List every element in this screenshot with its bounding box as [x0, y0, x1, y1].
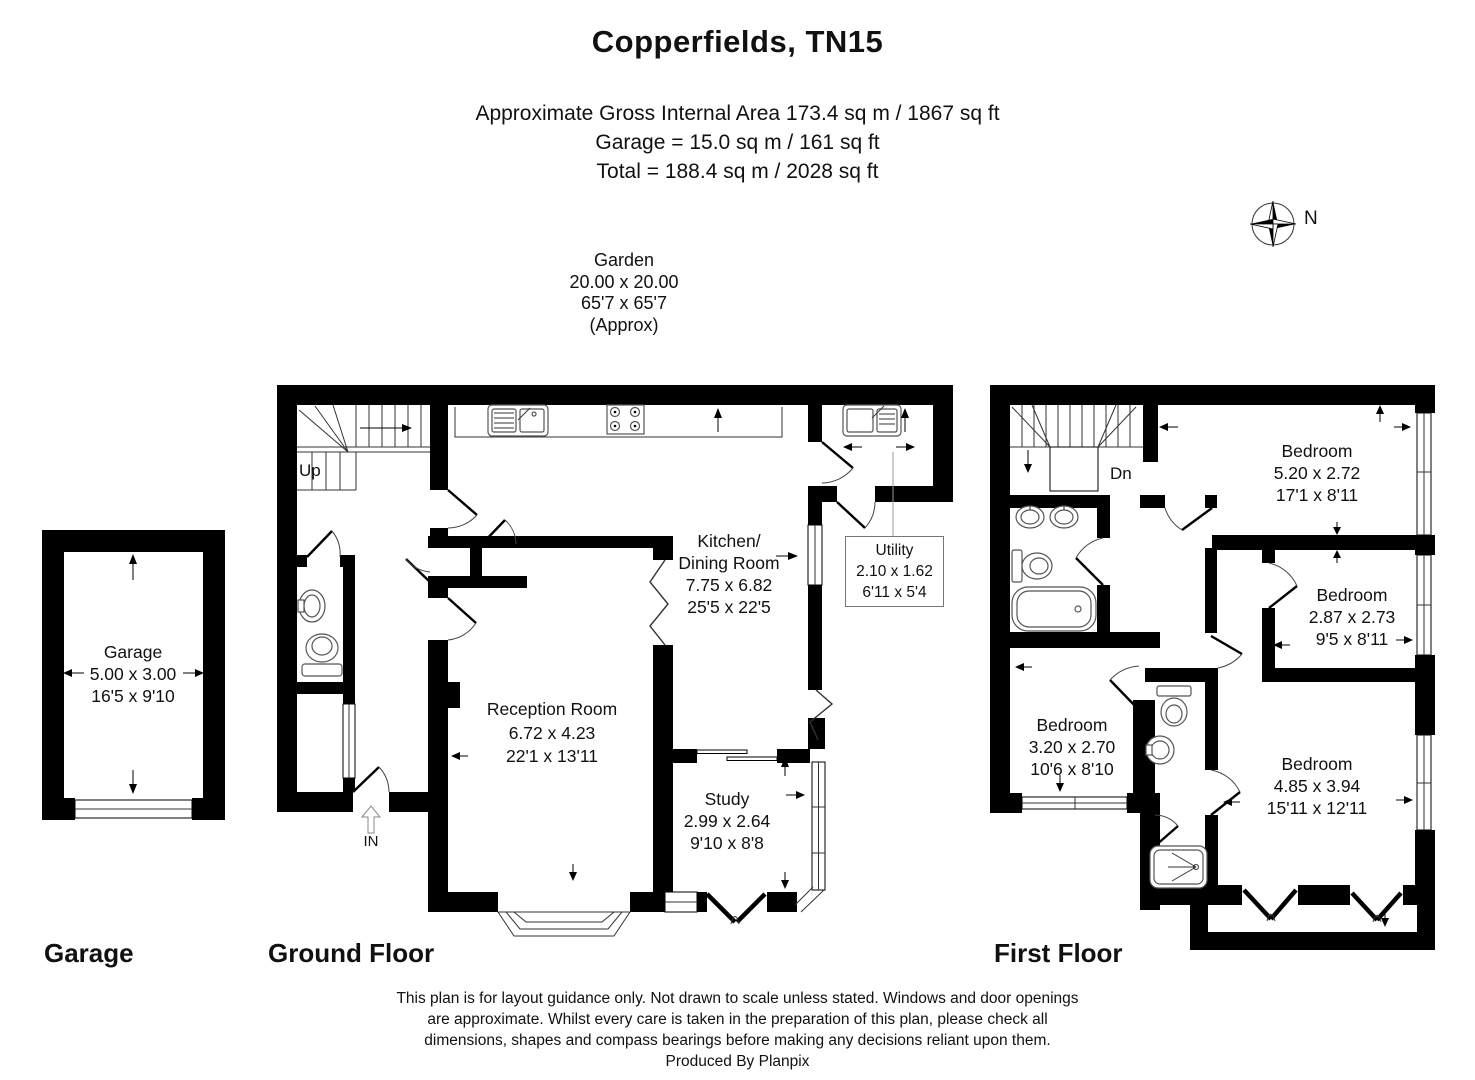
toilet-icon — [297, 589, 343, 677]
basin-icon — [1145, 735, 1175, 765]
disclaimer-line: are approximate. Whilst every care is ta… — [427, 1011, 1048, 1028]
room-label-bedroom-left: Bedroom 3.20 x 2.70 10'6 x 8'10 — [1028, 715, 1116, 779]
bathtub-icon — [1011, 586, 1097, 632]
dimension-arrows — [451, 408, 915, 889]
disclaimer-line: Produced By Planpix — [665, 1053, 810, 1070]
kitchen-sink-icon — [487, 404, 549, 437]
room-label-bedroom-mid: Bedroom 2.87 x 2.73 9'5 x 8'11 — [1308, 585, 1396, 649]
toilet-icon — [1011, 549, 1053, 583]
open-passage-zigzags — [649, 559, 834, 741]
room-label-utility: Utility 2.10 x 1.62 6'11 x 5'4 — [845, 536, 944, 607]
walls — [277, 385, 953, 912]
room-label-bedroom-top: Bedroom 5.20 x 2.72 17'1 x 8'11 — [1273, 441, 1361, 505]
area-line: Total = 188.4 sq m / 2028 sq ft — [596, 160, 879, 183]
dimension-arrows — [63, 554, 204, 794]
windows — [342, 524, 826, 913]
room-label-study: Study 2.99 x 2.64 9'10 x 8'8 — [683, 789, 771, 853]
bathroom-fixtures — [1011, 505, 1097, 632]
walls — [990, 385, 1435, 950]
garden-label: Garden 20.00 x 20.00 65'7 x 65'7 (Approx… — [569, 250, 679, 335]
shower-icon — [1149, 845, 1208, 889]
compass-north-label: N — [1304, 208, 1318, 229]
disclaimer: This plan is for layout guidance only. N… — [0, 988, 1475, 1072]
room-label-bedroom-main: Bedroom 4.85 x 3.94 15'11 x 12'11 — [1266, 754, 1368, 818]
dimension-arrows — [1015, 405, 1413, 927]
stairs — [1010, 404, 1143, 492]
sliding-door — [696, 749, 778, 761]
disclaimer-line: This plan is for layout guidance only. N… — [396, 990, 1079, 1007]
disclaimer-line: dimensions, shapes and compass bearings … — [424, 1032, 1051, 1049]
door-swings — [306, 441, 876, 793]
toilet-icon — [1156, 685, 1192, 727]
windows — [1021, 412, 1432, 831]
page-title: Copperfields, TN15 — [591, 24, 884, 59]
garage-plan — [42, 530, 225, 820]
first-floor-title: First Floor — [994, 938, 1123, 968]
french-doors — [1242, 888, 1403, 923]
garage-title: Garage — [44, 938, 134, 968]
stairs-down-label: Dn — [1110, 464, 1132, 483]
first-floor-plan — [990, 385, 1435, 950]
basin-icon — [1015, 505, 1045, 529]
bay-window — [497, 911, 631, 937]
garage-walls — [42, 530, 225, 820]
entrance-arrow-icon — [360, 805, 382, 834]
entrance-in-label: IN — [363, 833, 379, 850]
stairs-up-label: Up — [299, 461, 321, 480]
basin-icon — [1049, 505, 1079, 529]
utility-sink-icon — [842, 404, 902, 437]
area-line: Approximate Gross Internal Area 173.4 sq… — [475, 102, 1000, 125]
kitchen-counter — [454, 407, 783, 438]
room-label-garage: Garage 5.00 x 3.00 16'5 x 9'10 — [89, 642, 177, 706]
area-line: Garage = 15.0 sq m / 161 sq ft — [595, 131, 880, 154]
hob-icon — [606, 404, 645, 435]
compass-icon — [1249, 200, 1297, 248]
area-summary: Approximate Gross Internal Area 173.4 sq… — [0, 99, 1475, 186]
room-label-kitchen: Kitchen/ Dining Room 7.75 x 6.82 25'5 x … — [678, 531, 780, 617]
stairs — [297, 404, 430, 491]
ground-floor-plan — [277, 385, 953, 937]
shower-room-fixtures — [1145, 685, 1208, 889]
french-doors — [705, 892, 767, 925]
ground-floor-title: Ground Floor — [268, 938, 435, 968]
door-swings — [1075, 507, 1298, 847]
room-label-reception: Reception Room 6.72 x 4.23 22'1 x 13'11 — [486, 699, 618, 766]
